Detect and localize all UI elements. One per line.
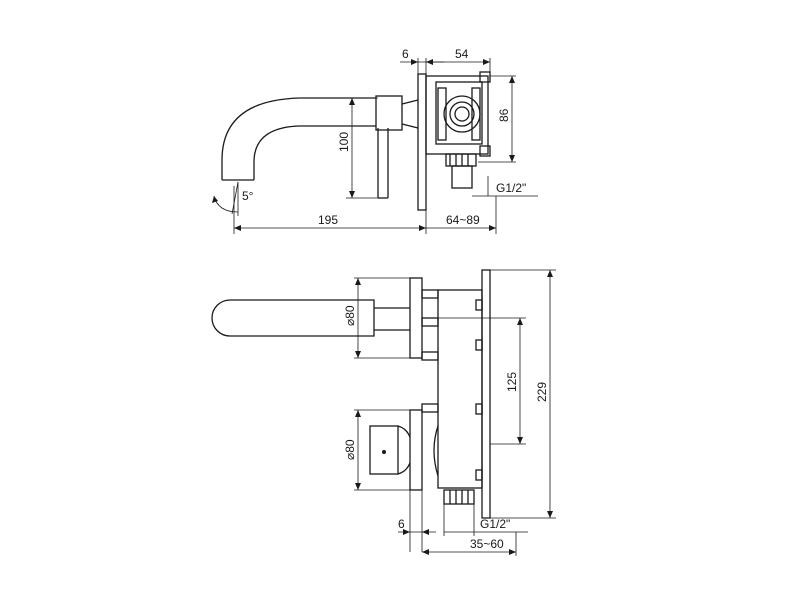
concealed-body	[421, 269, 491, 519]
dim-label-spout-plate: ⌀80	[343, 305, 357, 326]
dim-angle: 5°	[212, 181, 254, 216]
dim-label-flange-bottom: 6	[398, 517, 405, 531]
handle-front	[369, 425, 413, 475]
dim-thread-bottom: G1/2"	[443, 504, 528, 536]
dim-label-total-height: 229	[535, 382, 549, 402]
dim-label-flange: 6	[402, 47, 409, 61]
spout-plate	[409, 277, 423, 359]
concealed-box	[425, 71, 491, 189]
dim-total-height: 229	[490, 269, 556, 519]
dim-spout-projection: 195	[233, 186, 427, 234]
dim-box-height: 86	[478, 75, 516, 163]
spout-outline	[221, 95, 419, 199]
dim-label-box-height: 86	[497, 108, 511, 122]
dim-label-box-width: 54	[455, 47, 469, 61]
handle-plate	[409, 409, 423, 491]
dim-center-distance: 125	[422, 317, 526, 445]
dim-spout-height: 100	[337, 97, 378, 199]
dim-label-spout-height: 100	[337, 132, 351, 152]
dim-label-handle-plate: ⌀80	[343, 439, 357, 460]
dim-box-width: 54	[426, 47, 491, 72]
dim-thread-top: G1/2"	[472, 176, 538, 197]
side-view: 6 54 86 100	[212, 47, 538, 234]
spout-front	[211, 299, 410, 337]
dim-spout-plate: ⌀80	[343, 277, 410, 359]
dim-label-wall-depth: 64~89	[446, 213, 480, 227]
dim-handle-plate: ⌀80	[343, 409, 410, 491]
dim-label-angle: 5°	[242, 189, 254, 203]
front-view: ⌀80 ⌀80 125 229	[211, 269, 556, 556]
dim-label-center-distance: 125	[505, 372, 519, 392]
dim-label-wall-depth-bottom: 35~60	[470, 537, 504, 551]
dim-wall-depth-bottom: 35~60	[422, 532, 517, 556]
dim-flange-top: 6	[400, 47, 444, 74]
wall-flange	[417, 73, 427, 211]
dim-label-spout-projection: 195	[318, 213, 338, 227]
dim-flange-bottom: 6	[398, 490, 436, 552]
dim-wall-depth-top: 64~89	[426, 196, 497, 234]
dim-label-thread-bottom: G1/2"	[480, 517, 510, 531]
dim-label-thread: G1/2"	[496, 181, 526, 195]
